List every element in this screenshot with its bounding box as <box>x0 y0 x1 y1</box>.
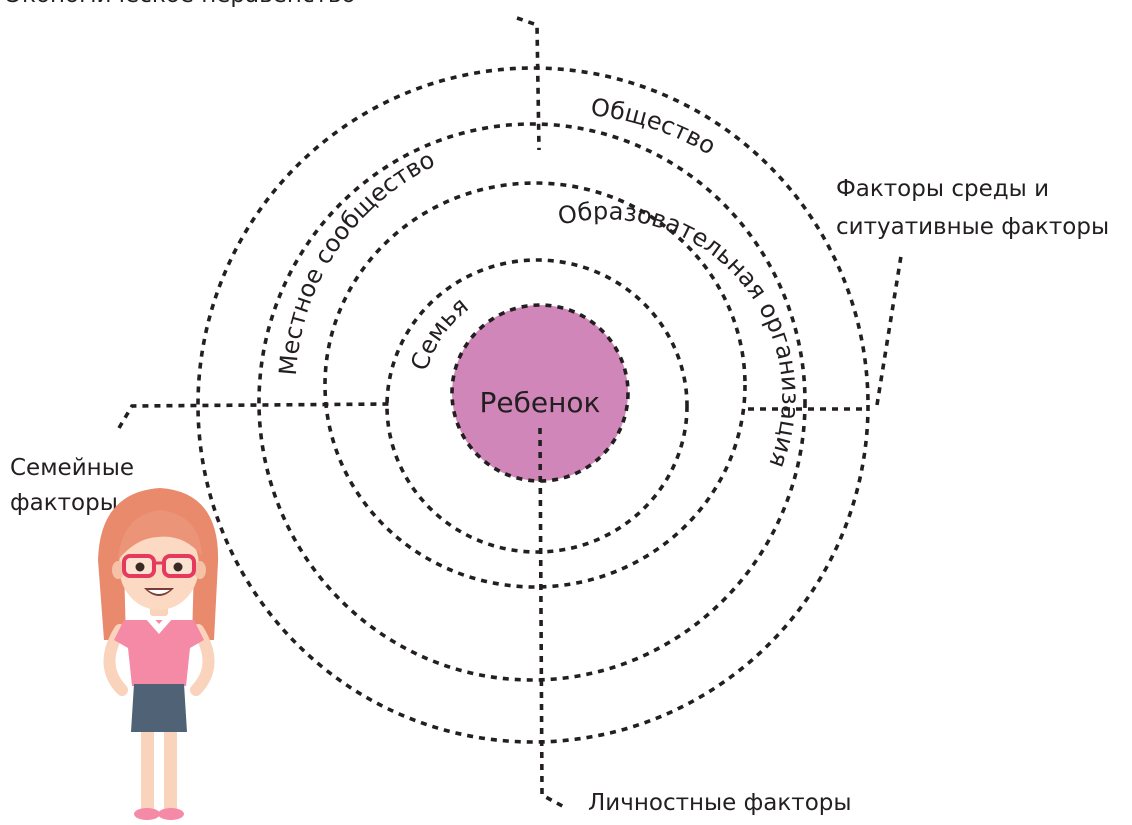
ring-society <box>196 66 870 744</box>
ring-family <box>385 258 689 554</box>
ring-label-society: Общество <box>589 93 720 160</box>
ring-community <box>257 122 807 682</box>
line-family-factors <box>117 402 391 429</box>
ring-school <box>323 181 747 589</box>
girl-illustration <box>98 488 219 820</box>
line-economic <box>516 16 541 151</box>
child-circle <box>450 303 630 483</box>
environment-factors-label-line2: ситуативные факторы <box>836 214 1109 240</box>
line-environment-tail <box>875 255 903 406</box>
family-factors-label-line2: факторы <box>10 490 118 516</box>
line-personal <box>538 427 567 810</box>
family-factors-label-line1: Семейные <box>10 455 134 481</box>
child-label: Ребенок <box>480 386 601 419</box>
personal-factors-label: Личностные факторы <box>588 790 852 816</box>
environment-factors-label-line1: Факторы среды и <box>836 176 1049 202</box>
economic-inequality-label: Экономическое неравенство <box>6 0 356 8</box>
